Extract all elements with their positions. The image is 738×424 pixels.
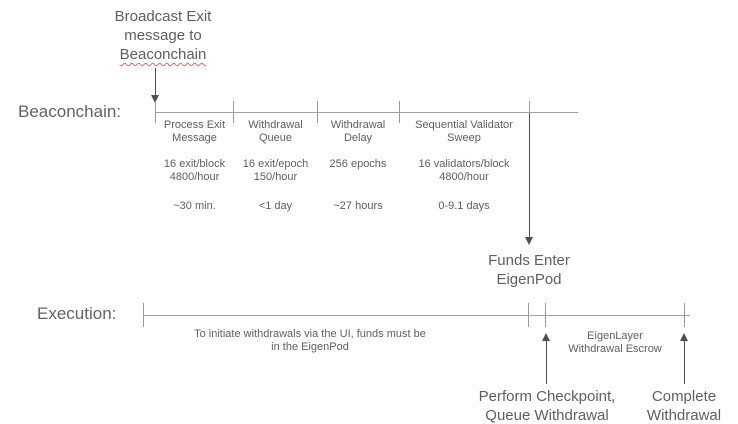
funds-down-arrow-icon	[529, 113, 530, 238]
funds-enter-eigenpod-label: Funds Enter EigenPod	[471, 251, 587, 289]
perform-checkpoint-label: Perform Checkpoint, Queue Withdrawal	[458, 387, 636, 424]
checkpoint-up-arrow-icon	[546, 340, 547, 384]
complete-line1: Complete	[651, 388, 717, 405]
segment-duration: 0-9.1 days	[438, 200, 490, 212]
complete-line2: Withdrawal	[646, 407, 722, 424]
down-arrowhead-icon	[151, 95, 159, 103]
segment-rate: 16 exit/block 4800/hour	[163, 158, 226, 183]
tick-mark	[317, 101, 318, 123]
escrow-line2: Withdrawal Escrow	[568, 343, 662, 355]
segment-rate: 16 exit/epoch 150/hour	[242, 158, 309, 183]
complete-up-arrow-icon	[684, 340, 685, 384]
broadcast-exit-line2: message to	[124, 27, 202, 44]
execution-note-line2: in the EigenPod	[271, 341, 349, 353]
complete-up-arrowhead-icon	[680, 333, 688, 341]
segment-process-exit: Process Exit Message 16 exit/block 4800/…	[154, 119, 235, 219]
funds-enter-line2: EigenPod	[496, 271, 562, 288]
tick-mark	[155, 101, 156, 123]
down-arrow-icon	[155, 68, 156, 96]
tick-mark	[529, 101, 530, 123]
tick-mark	[684, 303, 685, 327]
segment-rate: 256 epochs	[329, 158, 387, 170]
execution-timeline	[143, 315, 690, 316]
broadcast-exit-line1: Broadcast Exit	[114, 8, 212, 25]
segment-title: Sequential Validator Sweep	[415, 119, 513, 144]
segment-withdrawal-delay: Withdrawal Delay 256 epochs ~27 hours	[318, 119, 398, 219]
segment-withdrawal-queue: Withdrawal Queue 16 exit/epoch 150/hour …	[235, 119, 316, 219]
execution-row-label: Execution:	[37, 304, 117, 323]
checkpoint-up-arrowhead-icon	[542, 333, 550, 341]
complete-withdrawal-label: Complete Withdrawal	[634, 387, 734, 424]
segment-title: Process Exit Message	[163, 119, 226, 144]
beaconchain-row-label: Beaconchain:	[18, 102, 122, 121]
tick-mark	[143, 303, 144, 327]
segment-duration: ~27 hours	[333, 200, 383, 212]
execution-note: To initiate withdrawals via the UI, fund…	[140, 328, 480, 354]
segment-duration: <1 day	[258, 200, 293, 212]
segment-title: Withdrawal Queue	[248, 119, 303, 144]
checkpoint-line1: Perform Checkpoint,	[478, 388, 616, 405]
broadcast-exit-annotation: Broadcast Exit message to Beaconchain	[99, 7, 227, 64]
beaconchain-timeline	[155, 112, 578, 113]
funds-enter-line1: Funds Enter	[488, 252, 570, 269]
escrow-line1: EigenLayer	[587, 330, 643, 342]
segment-rate: 16 validators/block 4800/hour	[418, 158, 510, 183]
segment-duration: ~30 min.	[173, 200, 216, 212]
tick-mark	[399, 101, 400, 123]
segment-title: Withdrawal Delay	[330, 119, 386, 144]
checkpoint-line2: Queue Withdrawal	[485, 407, 609, 424]
funds-down-arrowhead-icon	[525, 237, 533, 245]
tick-mark	[528, 303, 529, 327]
escrow-label: EigenLayer Withdrawal Escrow	[550, 330, 680, 356]
beaconchain-word-misspelled: Beaconchain	[119, 46, 207, 63]
execution-note-line1: To initiate withdrawals via the UI, fund…	[194, 328, 426, 340]
tick-mark	[545, 303, 546, 327]
tick-mark	[233, 101, 234, 123]
segment-validator-sweep: Sequential Validator Sweep 16 validators…	[404, 119, 524, 219]
